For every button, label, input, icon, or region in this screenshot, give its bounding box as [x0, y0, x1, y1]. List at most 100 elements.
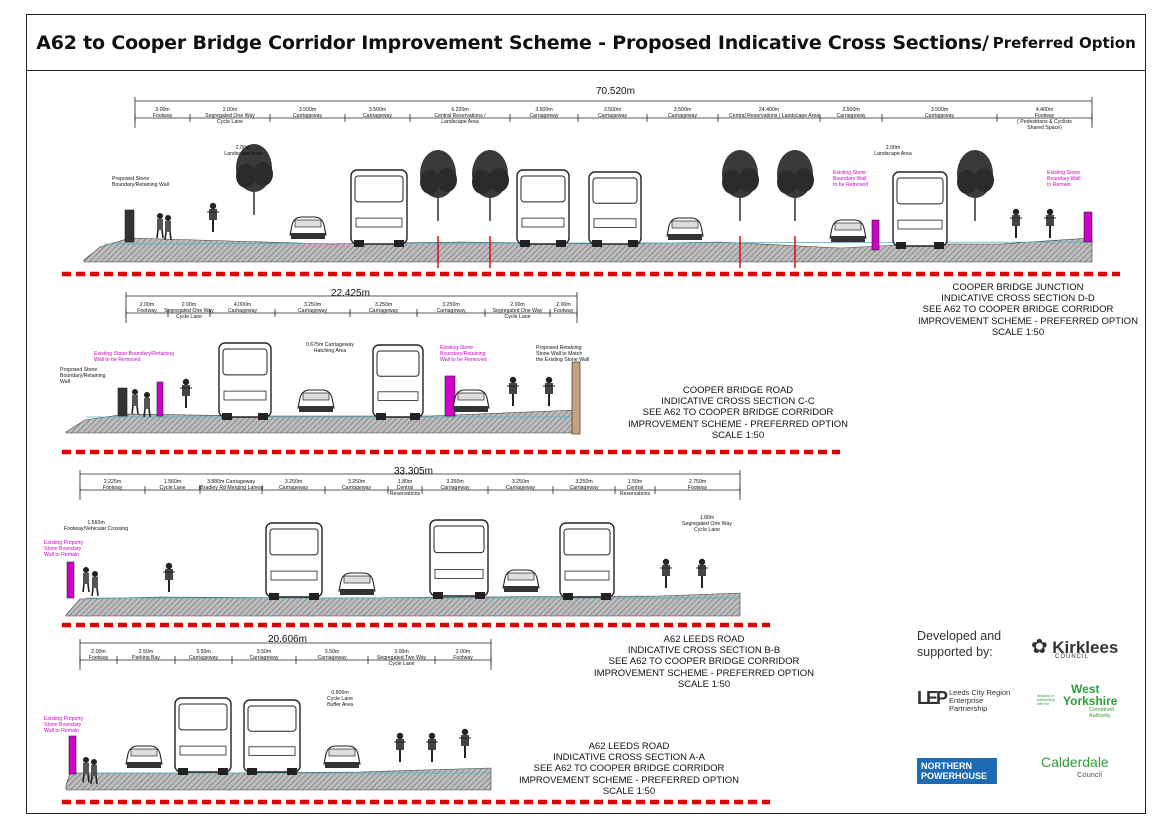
- dd-cyclist-right-2-torso: [1046, 215, 1054, 226]
- cc-cyclist-left: [180, 378, 192, 408]
- cc-pedestrian-1-torso: [132, 395, 138, 406]
- cc-bus-1: [218, 342, 272, 420]
- cc-car-1: [297, 389, 335, 412]
- bb-ground: [65, 592, 741, 617]
- aa-cyclist-3: [459, 728, 471, 758]
- bb-cyclist-left-torso: [165, 569, 173, 580]
- cc-car-1-bumper: [299, 406, 333, 412]
- dd-tree-1: [236, 144, 273, 215]
- aa-cyclist-2: [426, 732, 438, 762]
- bb-car-1-bumper: [340, 589, 374, 595]
- bb-pedestrian-1: [82, 567, 90, 593]
- dd-bus-4-wheel-right: [934, 242, 944, 249]
- dd-pedestrian-2-torso: [165, 221, 171, 232]
- dd-bus-2-wheel-right: [556, 240, 566, 247]
- dd-car-1-bumper: [291, 233, 325, 239]
- bb-bus-2-wheel-right: [475, 592, 485, 599]
- dd-bus-4-grille: [897, 219, 943, 230]
- bb-bus-3-wheel-left: [563, 593, 573, 600]
- aa-pedestrian-1: [82, 757, 90, 783]
- aa-car-1-windscreen: [130, 748, 158, 757]
- bb-cyclist-right-1-head: [662, 558, 670, 566]
- kirklees-logo: ✿ Kirklees COUNCIL: [1031, 636, 1119, 660]
- dd-tree-2-canopy-r: [437, 168, 457, 192]
- dd-bus-3-wheel-right: [628, 240, 638, 247]
- aa-bus-1: [174, 697, 232, 775]
- bb-pedestrian-1-head: [83, 567, 89, 573]
- dd-tree-5-canopy-l: [777, 170, 797, 194]
- dd-tree-2-canopy-l: [420, 170, 440, 194]
- aa-pedestrian-1-leg-r: [87, 773, 90, 783]
- bb-bus-2-wheel-left: [433, 592, 443, 599]
- cc-bus-2-windscreen: [376, 350, 420, 377]
- cc-cyclist-left-torso: [182, 385, 190, 396]
- dd-bus-3-wheel-left: [592, 240, 602, 247]
- dd-car-2: [666, 217, 704, 240]
- aa-bus-1-wheel-right: [218, 768, 228, 775]
- aa-bus-2-wheel-left: [247, 768, 257, 775]
- title-bar: A62 to Cooper Bridge Corridor Improvemen…: [26, 14, 1146, 71]
- dd-car-3: [829, 219, 867, 242]
- page-title: A62 to Cooper Bridge Corridor Improvemen…: [36, 31, 989, 54]
- dd-bus-2: [516, 169, 570, 247]
- dd-bus-3: [588, 171, 642, 247]
- dd-tree-6-canopy-r: [974, 168, 994, 192]
- dd-bus-1: [350, 169, 408, 247]
- aa-pedestrian-1-torso: [83, 763, 89, 774]
- cc-cyclist-right-1: [507, 376, 519, 406]
- aa-bus-1-windscreen: [178, 703, 228, 731]
- bb-bus-2-grille: [434, 569, 484, 579]
- bb-cyclist-right-1: [660, 558, 672, 588]
- dd-proposed-wall: [124, 209, 135, 243]
- bb-cyclist-right-1-torso: [662, 565, 670, 576]
- bb-bus-1-wheel-right: [309, 593, 319, 600]
- bb-cyclist-left: [163, 562, 175, 592]
- dd-cyclist-right-2: [1044, 208, 1056, 238]
- calderdale-logo: Calderdale Council: [1041, 754, 1109, 779]
- aa-cyclist-1-head: [396, 732, 404, 740]
- cc-car-2: [452, 389, 490, 412]
- bb-pedestrian-2-leg-r: [96, 587, 99, 597]
- bb-car-1: [338, 572, 376, 595]
- dd-car-1-windscreen: [294, 219, 322, 228]
- aa-car-2: [323, 745, 361, 768]
- dd-pedestrian-2: [164, 215, 172, 241]
- dd-cyclist-right-1-torso: [1012, 215, 1020, 226]
- aa-pedestrian-2: [90, 759, 98, 785]
- aa-bus-1-wheel-left: [178, 768, 188, 775]
- aa-car-2-bumper: [325, 762, 359, 768]
- dd-bus-2-wheel-left: [520, 240, 530, 247]
- dd-wall-to-remain: [1083, 211, 1093, 243]
- bb-car-1-windscreen: [343, 575, 371, 584]
- cc-proposed-wall: [117, 387, 128, 417]
- dd-pedestrian-2-leg-l: [164, 231, 167, 241]
- cc-pedestrian-1-leg-l: [131, 405, 134, 415]
- cc-wall-to-be-removed-right: [444, 375, 456, 417]
- cc-car-1-windscreen: [302, 392, 330, 401]
- dd-car-1: [289, 216, 327, 239]
- aa-bus-2-windscreen: [247, 705, 297, 732]
- aa-cyclist-1: [394, 732, 406, 762]
- dd-bus-3-grille: [593, 218, 637, 228]
- cc-ground: [65, 409, 578, 434]
- aa-wall-to-remain: [68, 735, 77, 775]
- aa-pedestrian-2-torso: [91, 765, 97, 776]
- dd-car-2-bumper: [668, 234, 702, 240]
